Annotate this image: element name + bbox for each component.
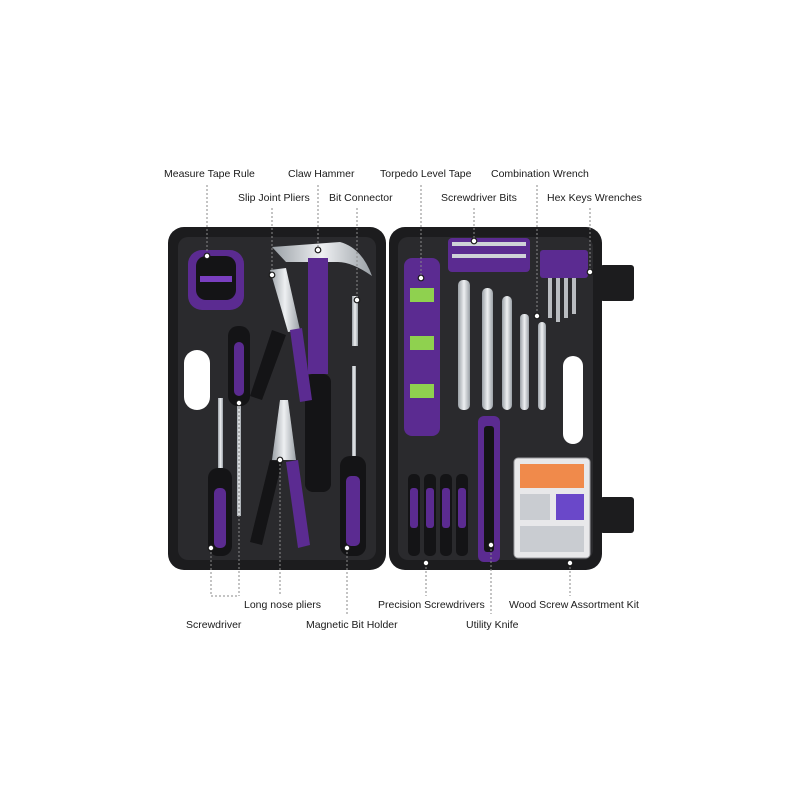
label-precision-screwdrivers: Precision Screwdrivers: [378, 599, 485, 611]
screwdriver-large: [208, 398, 232, 556]
measure-tape: [188, 250, 244, 310]
label-measure-tape-rule: Measure Tape Rule: [164, 168, 255, 180]
label-torpedo-level-tape: Torpedo Level Tape: [380, 168, 472, 180]
case-latch-top: [600, 265, 634, 301]
label-magnetic-bit-holder: Magnetic Bit Holder: [306, 619, 398, 631]
wood-screw-assortment-box: [513, 457, 591, 559]
screwdriver-bits-rack: [448, 238, 530, 272]
case-latch-bottom: [600, 497, 634, 533]
utility-knife: [478, 416, 500, 562]
label-hex-keys-wrenches: Hex Keys Wrenches: [547, 192, 642, 204]
label-utility-knife: Utility Knife: [466, 619, 519, 631]
label-screwdriver: Screwdriver: [186, 619, 242, 631]
label-wood-screw-assortment-kit: Wood Screw Assortment Kit: [509, 599, 639, 611]
bit-connector: [352, 296, 358, 346]
slip-joint-pliers: [250, 268, 312, 402]
label-slip-joint-pliers: Slip Joint Pliers: [238, 192, 310, 204]
label-combination-wrench: Combination Wrench: [491, 168, 589, 180]
label-bit-connector: Bit Connector: [329, 192, 393, 204]
label-claw-hammer: Claw Hammer: [288, 168, 355, 180]
long-nose-pliers: [250, 400, 310, 548]
combination-wrenches: [458, 280, 546, 410]
label-long-nose-pliers: Long nose pliers: [244, 599, 322, 611]
leader-dots: [203, 237, 594, 567]
torpedo-level: [404, 258, 440, 436]
label-screwdriver-bits: Screwdriver Bits: [441, 192, 517, 204]
hex-keys: [540, 250, 588, 322]
claw-hammer: [272, 242, 372, 492]
precision-screwdrivers: [408, 474, 468, 556]
magnetic-bit-holder: [340, 366, 366, 556]
case-right-handle-cutout: [563, 356, 583, 444]
case-left-handle-cutout: [184, 350, 210, 410]
leader-lines: [206, 185, 591, 614]
